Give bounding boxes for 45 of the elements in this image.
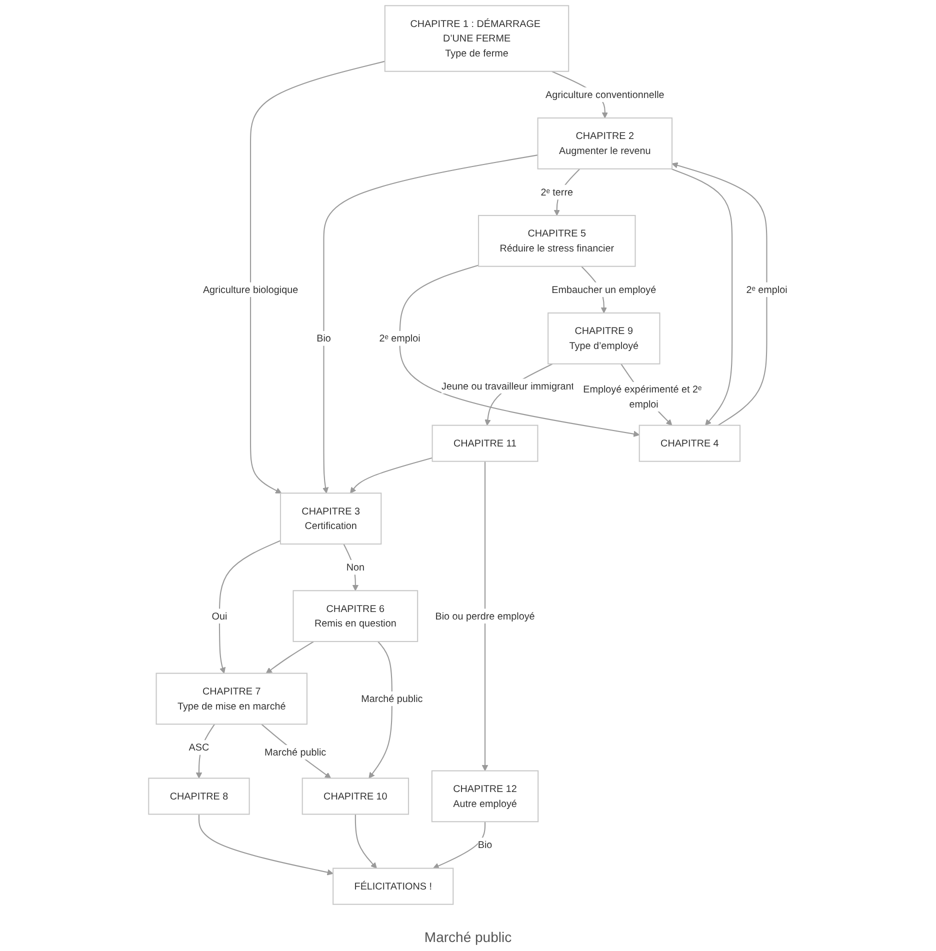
note-text: Marché public [424, 929, 512, 945]
node-box: CHAPITRE 4 [638, 424, 741, 462]
node-box: CHAPITRE 12 Autre employé [431, 770, 539, 822]
node-box: CHAPITRE 3 Certification [280, 492, 382, 545]
edge-label: Embaucher un employé [552, 284, 656, 295]
edge-label: Bio ou perdre employé [435, 610, 535, 622]
arrow [198, 814, 334, 876]
edge-label: 2ᵉ emploi [746, 284, 788, 295]
arrow [350, 457, 432, 494]
node-box: CHAPITRE 5 Réduire le stress financier [478, 214, 636, 267]
arrow [266, 641, 314, 674]
arrow [322, 154, 538, 494]
node-box: CHAPITRE 10 [302, 778, 410, 815]
arrow [343, 544, 359, 591]
arrow [482, 461, 488, 772]
node-box: FÉLICITATIONS ! [332, 868, 454, 905]
arrow [218, 540, 281, 674]
arrow [432, 822, 486, 869]
edge-label: Non [346, 561, 365, 573]
edge-label: Agriculture biologique [202, 284, 298, 295]
edge-label: Bio [316, 332, 331, 344]
edge-label: Bio [478, 838, 492, 850]
arrow [250, 60, 386, 494]
edge-label: Employé expérimenté et 2ᵉ emploi [583, 383, 702, 410]
edge-label: Jeune ou travailleur immigrant [442, 380, 574, 392]
node-box: CHAPITRE 9 Type d’employé [548, 312, 660, 364]
node-box: CHAPITRE 1 : DÉMARRAGE D’UNE FERME Type de ferme [384, 5, 570, 72]
edge-label: Agriculture conventionnelle [546, 88, 664, 100]
arrow [196, 724, 216, 778]
node-box: CHAPITRE 11 [432, 424, 538, 462]
edge-label: Oui [212, 610, 228, 622]
edge-label: 2ᵉ emploi [379, 332, 420, 344]
node-box: CHAPITRE 6 Remis en question [292, 590, 418, 642]
arrow [261, 724, 332, 778]
node-box: CHAPITRE 8 [148, 778, 250, 815]
arrow [671, 168, 733, 426]
node-box: CHAPITRE 7 Type de mise en marché [156, 672, 308, 725]
edge-label: Marché public [361, 692, 423, 704]
arrow [368, 641, 392, 778]
arrow [354, 814, 377, 869]
edge-label: ASC [188, 741, 210, 753]
arrow [672, 162, 768, 426]
edge-label: 2ᵉ terre [540, 186, 574, 198]
node-box: CHAPITRE 2 Augmenter le revenu [537, 117, 673, 170]
edge-label: Marché public [264, 746, 326, 758]
